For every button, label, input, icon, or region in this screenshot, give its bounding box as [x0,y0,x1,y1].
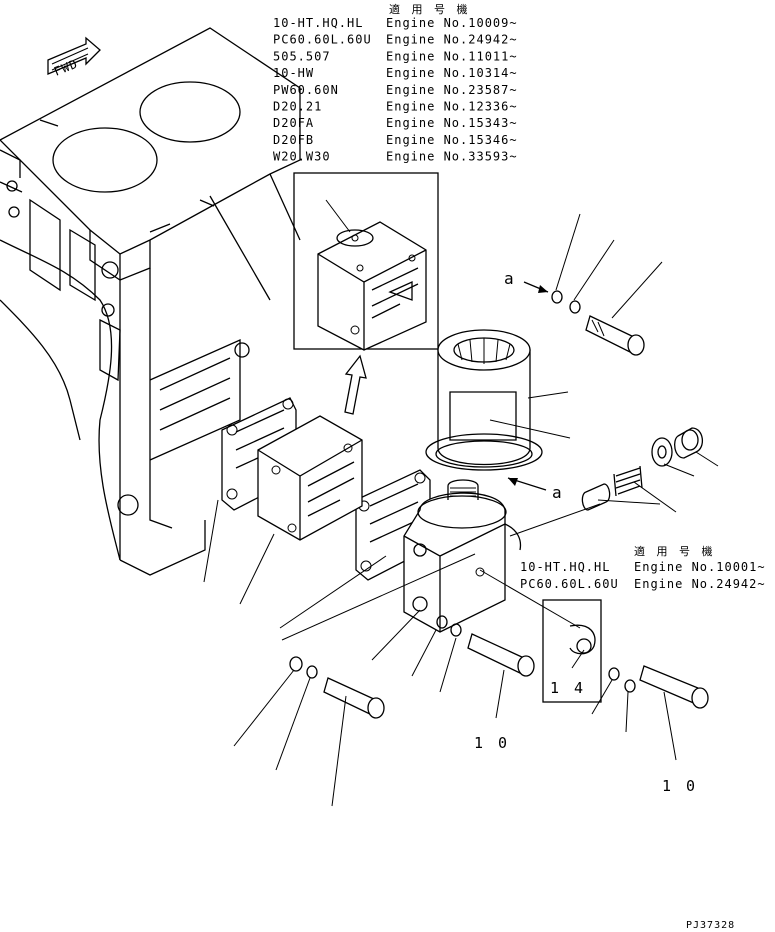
callout-10-left: 1 0 [474,734,510,752]
top-row-model-2: 505.507 [273,49,331,63]
drawing-code: PJ37328 [686,920,735,931]
oil-filter-cartridge [425,329,543,471]
applicability-table-bottom: 適 用 号 機 10-HT.HQ.HL Engine No.10001~ PC60.… [520,544,766,591]
top-washers-bolt [551,290,645,356]
reference-arrow-a-top: a [504,269,549,293]
relief-valve-parts [581,427,703,511]
fwd-label: FWD [52,57,80,79]
engine-block [0,27,301,576]
top-row-model-4: PW60.60N [273,83,339,97]
top-row-engine-1: Engine No.24942~ [386,33,518,47]
bottom-row-model-0: 10-HT.HQ.HL [520,560,610,574]
top-row-engine-2: Engine No.11011~ [386,49,518,63]
top-row-model-3: 10-HW [273,66,314,80]
up-arrow-icon [344,354,367,415]
bottom-row-engine-1: Engine No.24942~ [634,577,766,591]
top-row-model-5: D20.21 [273,100,322,114]
bottom-row-engine-0: Engine No.10001~ [634,560,766,574]
callout-10-right: 1 0 [662,777,698,795]
reference-arrow-a-mid: a [507,477,563,502]
top-row-engine-3: Engine No.10314~ [386,66,518,80]
fwd-arrow-icon: FWD [47,36,101,79]
applicability-header-bottom: 適 用 号 機 [634,544,717,558]
applicability-table-top: 適 用 号 機 10-HT.HQ.HL Engine No.10009~ PC60.… [273,2,518,164]
top-row-model-1: PC60.60L.60U [273,33,372,47]
filter-head-bracket [403,479,522,633]
top-row-engine-0: Engine No.10009~ [386,16,518,30]
leader-lines [203,213,719,807]
applicability-header-top: 適 用 号 機 [389,2,472,16]
bottom-washers-bolt-left [289,656,385,719]
clamp-detail [542,599,602,703]
top-row-engine-5: Engine No.12336~ [386,100,518,114]
cover-plate [257,415,363,541]
ref-label-a-mid: a [552,483,563,502]
top-row-model-7: D20FB [273,133,314,147]
bottom-washers-bolt-right [608,665,709,709]
top-row-engine-4: Engine No.23587~ [386,83,518,97]
bottom-washers-bolt-center [436,615,535,677]
top-row-model-8: W20.W30 [273,150,331,164]
top-row-engine-6: Engine No.15343~ [386,116,518,130]
top-row-model-6: D20FA [273,116,314,130]
ref-label-a-top: a [504,269,515,288]
top-row-engine-7: Engine No.15346~ [386,133,518,147]
inset-detail-box [293,172,439,351]
callout-14: 1 4 [550,679,586,697]
bottom-row-model-1: PC60.60L.60U [520,577,619,591]
top-row-engine-8: Engine No.33593~ [386,150,518,164]
top-row-model-0: 10-HT.HQ.HL [273,16,363,30]
